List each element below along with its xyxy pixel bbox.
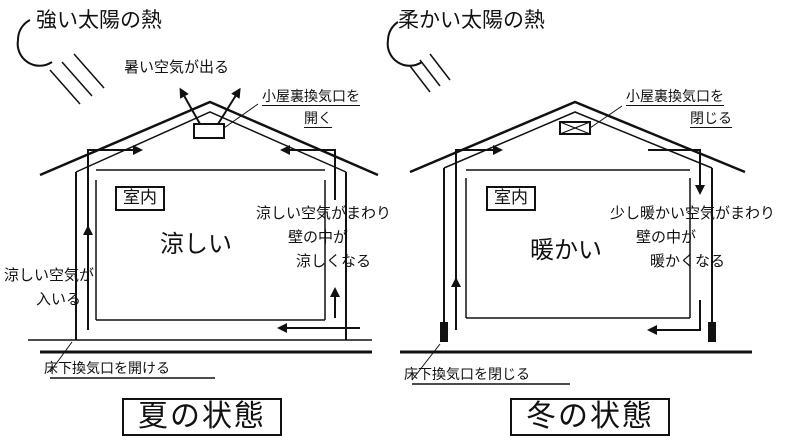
summer-floor-vent-leader — [49, 341, 215, 379]
summer-air-in-2: 入いる — [36, 290, 82, 308]
summer-sun-icon — [16, 19, 105, 105]
winter-sun-icon — [386, 21, 451, 93]
winter-room-label: 室内 — [486, 186, 536, 211]
summer-temperature-label: 涼しい — [160, 230, 232, 258]
summer-house-outline — [28, 100, 379, 354]
winter-wall-note-2: 壁の中が — [636, 228, 697, 246]
summer-hot-air-label: 暑い空気が出る — [124, 58, 230, 76]
summer-air-in-1: 涼しい空気が — [4, 266, 95, 284]
summer-room-label: 室内 — [115, 186, 165, 211]
winter-state-title: 冬の状態 — [510, 398, 670, 436]
winter-floor-vent-label: 床下換気口を閉じる — [404, 367, 530, 383]
winter-floor-vent-leader — [411, 343, 570, 385]
summer-attic-vent-open — [179, 87, 259, 139]
summer-state-title: 夏の状態 — [122, 398, 282, 436]
summer-airflow-arrows — [83, 145, 360, 333]
summer-floor-vent-label: 床下換気口を開ける — [44, 361, 170, 377]
winter-wall-note-1: 少し暖かい空気がまわり — [610, 204, 776, 222]
summer-wall-note-3: 涼しくなる — [296, 252, 372, 270]
summer-attic-vent-label-2: 開く — [304, 111, 332, 128]
winter-wall-note-3: 暖かくなる — [650, 252, 726, 270]
winter-attic-vent-label-2: 閉じる — [690, 111, 732, 128]
summer-attic-vent-label-1: 小屋裏換気口を — [262, 89, 360, 106]
winter-attic-vent-closed — [559, 105, 623, 135]
summer-sun-label: 強い太陽の熱 — [36, 8, 162, 32]
summer-wall-note-1: 涼しい空気がまわり — [256, 204, 392, 222]
summer-wall-note-2: 壁の中が — [288, 228, 349, 246]
winter-temperature-label: 暖かい — [530, 236, 602, 264]
winter-sun-label: 柔かい太陽の熱 — [398, 8, 545, 32]
winter-airflow-arrows — [451, 145, 705, 335]
winter-attic-vent-label-1: 小屋裏換気口を — [626, 89, 724, 106]
